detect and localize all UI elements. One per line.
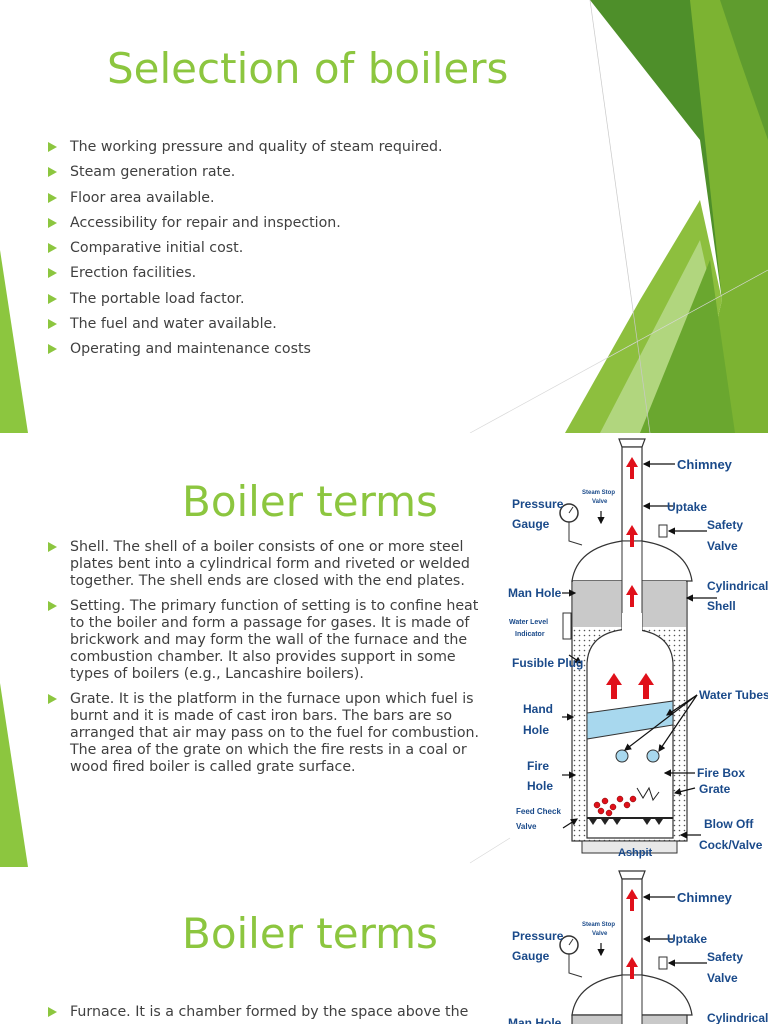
slide-selection-of-boilers: Selection of boilers The working pressur…	[0, 0, 768, 433]
bullet-triangle-icon	[48, 1007, 57, 1017]
label-feed-check-line1: Feed Check	[516, 807, 561, 816]
list-item: Erection facilities.	[48, 265, 568, 282]
label-cylindrical-line1: Cylindrical	[707, 579, 768, 593]
list-item: Shell. The shell of a boiler consists of…	[48, 539, 490, 590]
list-item: Accessibility for repair and inspection.	[48, 215, 568, 232]
label-water-level-line1: Water Level	[509, 619, 548, 626]
bullet-triangle-icon	[48, 542, 57, 552]
list-item-text: Steam generation rate.	[70, 164, 236, 181]
slide-title: Selection of boilers	[107, 44, 509, 93]
list-item: Comparative initial cost.	[48, 240, 568, 257]
label-safety-line2: Valve	[707, 971, 738, 985]
slide-title: Boiler terms	[182, 477, 438, 526]
slide-boiler-terms-1: Boiler terms Shell. The shell of a boile…	[0, 433, 768, 867]
list-item: Steam generation rate.	[48, 164, 568, 181]
label-pressure-gauge-line2: Gauge	[512, 949, 550, 963]
bullet-list: Furnace. It is a chamber formed by the s…	[48, 1004, 490, 1021]
bullet-triangle-icon	[48, 344, 57, 355]
label-chimney: Chimney	[677, 890, 733, 905]
label-safety-line1: Safety	[707, 950, 743, 964]
bullet-triangle-icon	[48, 167, 57, 178]
label-hand-hole-line1: Hand	[523, 702, 553, 716]
label-safety-line2: Valve	[707, 539, 738, 553]
label-blow-off-line1: Blow Off	[704, 817, 754, 831]
label-steam-stop-line1: Steam Stop	[582, 922, 615, 928]
list-item: The portable load factor.	[48, 291, 568, 308]
label-safety-line1: Safety	[707, 518, 743, 532]
list-item-text: Comparative initial cost.	[70, 240, 244, 257]
label-pressure-gauge-line2: Gauge	[512, 517, 550, 531]
label-steam-stop-line1: Steam Stop	[582, 490, 615, 496]
slide-boiler-terms-2: Boiler terms Furnace. It is a chamber fo…	[0, 867, 768, 1024]
list-item: Operating and maintenance costs	[48, 341, 568, 358]
label-grate: Grate	[699, 782, 731, 796]
boiler-diagram-partial: Chimney Pressure Gauge Steam Stop Valve …	[508, 870, 768, 1024]
label-cylindrical-line1: Cylindrical	[707, 1011, 768, 1024]
bullet-triangle-icon	[48, 694, 57, 704]
label-fire-box: Fire Box	[697, 766, 745, 780]
boiler-diagram: Chimney Pressure Gauge Steam Stop Valve …	[508, 438, 768, 859]
label-fusible-plug: Fusible Plug	[512, 656, 583, 670]
list-item-text: The fuel and water available.	[70, 316, 277, 333]
bullet-triangle-icon	[48, 192, 57, 203]
label-pressure-gauge-line1: Pressure	[512, 929, 564, 943]
list-item: The fuel and water available.	[48, 316, 568, 333]
list-item-text: Operating and maintenance costs	[70, 341, 311, 358]
list-item-text: The portable load factor.	[70, 290, 245, 307]
label-steam-stop-line2: Valve	[592, 499, 608, 505]
bullet-triangle-icon	[48, 293, 57, 304]
list-item: Furnace. It is a chamber formed by the s…	[48, 1004, 490, 1021]
bullet-triangle-icon	[48, 142, 57, 152]
label-man-hole: Man Hole	[508, 586, 562, 600]
green-facet-decoration	[0, 0, 768, 433]
list-item-text: Setting. The primary function of setting…	[70, 598, 479, 682]
bullet-list: Shell. The shell of a boiler consists of…	[48, 539, 490, 784]
label-man-hole: Man Hole	[508, 1016, 562, 1024]
list-item: Setting. The primary function of setting…	[48, 598, 490, 683]
label-cylindrical-line2: Shell	[707, 599, 736, 613]
label-water-level-line2: Indicator	[515, 631, 545, 638]
label-uptake: Uptake	[667, 500, 707, 514]
label-feed-check-line2: Valve	[516, 822, 537, 831]
bullet-triangle-icon	[48, 243, 57, 254]
list-item: The working pressure and quality of stea…	[48, 139, 568, 156]
label-fire-hole-line2: Hole	[527, 779, 553, 793]
label-uptake: Uptake	[667, 932, 707, 946]
list-item-text: Grate. It is the platform in the furnace…	[70, 691, 480, 775]
bullet-list: The working pressure and quality of stea…	[48, 139, 568, 367]
label-blow-off-line2: Cock/Valve	[699, 838, 763, 852]
bullet-triangle-icon	[48, 268, 57, 279]
list-item: Grate. It is the platform in the furnace…	[48, 691, 490, 776]
list-item-text: The working pressure and quality of stea…	[70, 139, 443, 155]
label-steam-stop-line2: Valve	[592, 931, 608, 937]
bullet-triangle-icon	[48, 319, 57, 330]
list-item-text: Accessibility for repair and inspection.	[70, 214, 341, 231]
bullet-triangle-icon	[48, 601, 57, 611]
label-chimney: Chimney	[677, 457, 733, 472]
list-item-text: Furnace. It is a chamber formed by the s…	[70, 1004, 469, 1020]
label-pressure-gauge-line1: Pressure	[512, 497, 564, 511]
list-item-text: Erection facilities.	[70, 265, 197, 282]
slide-title: Boiler terms	[182, 909, 438, 958]
bullet-triangle-icon	[48, 217, 57, 228]
green-facet-decoration	[0, 683, 511, 867]
label-hand-hole-line2: Hole	[523, 723, 549, 737]
list-item-text: Floor area available.	[70, 189, 215, 206]
label-water-tubes: Water Tubes	[699, 688, 768, 702]
list-item: Floor area available.	[48, 190, 568, 207]
label-ashpit: Ashpit	[618, 847, 653, 859]
list-item-text: Shell. The shell of a boiler consists of…	[70, 539, 470, 589]
label-fire-hole-line1: Fire	[527, 759, 549, 773]
